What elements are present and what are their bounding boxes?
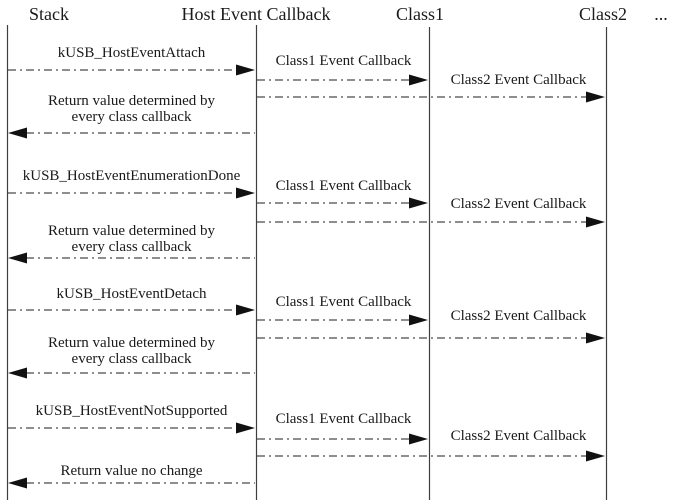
arrow-class2-2-head [586,216,605,228]
arrow-event-2-head [236,187,255,199]
return-label-line2: every class callback [71,351,192,367]
event-label: kUSB_HostEventDetach [56,286,207,302]
arrow-class2-1-head [586,91,605,103]
more-lifelines-ellipsis: ... [654,4,668,24]
class2-callback-label: Class2 Event Callback [450,428,587,444]
arrow-event-4-head [236,422,255,434]
arrow-class1-1-head [409,74,428,86]
return-label-line1: Return value no change [60,463,203,479]
arrow-class1-4-head [409,433,428,445]
class1-callback-label: Class1 Event Callback [275,294,412,310]
lifeline-label-stack: Stack [29,4,69,24]
class2-callback-label: Class2 Event Callback [450,196,587,212]
return-label: Return value determined by every class c… [7,335,256,367]
return-label-line1: Return value determined by [47,93,216,109]
lifeline-label-class1: Class1 [395,4,444,24]
arrow-class2-3-head [586,332,605,344]
return-label-line1: Return value determined by [47,223,216,239]
class1-callback-label: Class1 Event Callback [275,53,412,69]
event-label: kUSB_HostEventEnumerationDone [22,168,241,184]
return-label: Return value determined by every class c… [7,223,256,255]
arrow-event-1-head [236,64,255,76]
class1-callback-label: Class1 Event Callback [275,411,412,427]
arrow-event-3-head [236,304,255,316]
arrow-class1-2-head [409,197,428,209]
return-label: Return value determined by every class c… [7,93,256,125]
arrow-return-3-head [8,367,27,379]
arrow-class2-4-head [586,450,605,462]
arrow-class1-3-head [409,314,428,326]
return-label-line2: every class callback [71,239,192,255]
arrow-return-4-head [8,477,27,489]
class1-callback-label: Class1 Event Callback [275,178,412,194]
return-label-line1: Return value determined by [47,335,216,351]
lifeline-label-class2: Class2 [578,4,627,24]
return-label: Return value no change [7,463,256,479]
lifeline-label-host-event-callback: Host Event Callback [181,4,331,24]
class2-callback-label: Class2 Event Callback [450,308,587,324]
event-label: kUSB_HostEventNotSupported [35,403,228,419]
event-label: kUSB_HostEventAttach [57,45,206,61]
arrow-return-1-head [8,127,27,139]
arrow-return-2-head [8,252,27,264]
class2-callback-label: Class2 Event Callback [450,72,587,88]
return-label-line2: every class callback [71,109,192,125]
